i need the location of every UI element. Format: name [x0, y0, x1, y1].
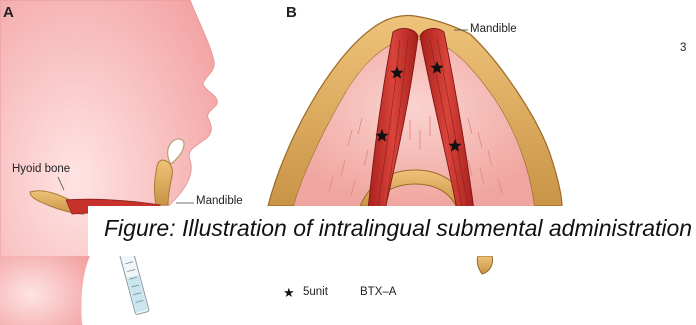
hyoid-bone-label: Hyoid bone	[12, 163, 70, 175]
legend-star-icon: ★	[283, 285, 295, 301]
panel-b-letter: B	[286, 4, 297, 21]
mandible-label-b: Mandible	[470, 23, 517, 35]
panel-a-letter: A	[3, 4, 14, 21]
mandible-label-a: Mandible	[196, 195, 243, 206]
panel-b-view	[268, 16, 562, 210]
legend-dose: 5unit	[303, 286, 328, 298]
figure-caption: Figure: Illustration of intralingual sub…	[104, 215, 692, 242]
legend-agent: BTX–A	[360, 286, 396, 298]
page-number: 3	[680, 42, 686, 54]
bone-fragment-lower	[477, 256, 492, 274]
skin-lower-fragment	[0, 256, 90, 325]
